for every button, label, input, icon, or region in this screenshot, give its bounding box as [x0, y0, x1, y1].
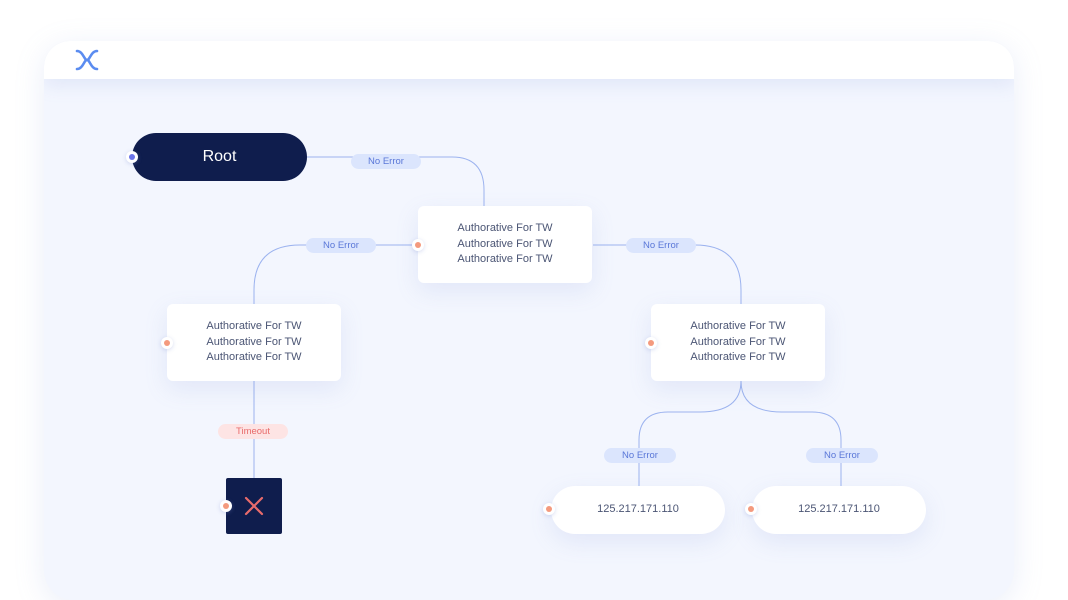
- node-line: Authorative For TW: [690, 335, 786, 348]
- dns-node-authoritative-2[interactable]: Authorative For TW Authorative For TW Au…: [167, 304, 341, 381]
- ip-address: 125.217.171.110: [798, 503, 880, 516]
- edge-n3-to-ip1: [638, 380, 742, 486]
- root-node[interactable]: Root: [132, 133, 307, 181]
- node-line: Authorative For TW: [206, 335, 302, 348]
- edge-status-badge: No Error: [626, 238, 696, 253]
- node-port[interactable]: [645, 337, 657, 349]
- node-line: Authorative For TW: [690, 351, 786, 364]
- title-bar: [44, 41, 1014, 79]
- edge-status-badge: No Error: [604, 448, 676, 463]
- node-port[interactable]: [745, 503, 757, 515]
- node-port[interactable]: [161, 337, 173, 349]
- node-line: Authorative For TW: [457, 253, 553, 266]
- edge-status-badge: No Error: [306, 238, 376, 253]
- root-label: Root: [202, 148, 237, 165]
- edge-root-to-n1: [307, 156, 485, 206]
- dns-node-authoritative-1[interactable]: Authorative For TW Authorative For TW Au…: [418, 206, 592, 283]
- edge-error-badge: Timeout: [218, 424, 288, 439]
- flow-logo-icon[interactable]: [75, 49, 99, 71]
- ip-node-1[interactable]: 125.217.171.110: [551, 486, 725, 534]
- node-line: Authorative For TW: [206, 351, 302, 364]
- edge-status-badge: No Error: [351, 154, 421, 169]
- edge-status-badge: No Error: [806, 448, 878, 463]
- node-line: Authorative For TW: [457, 222, 553, 235]
- node-port[interactable]: [543, 503, 555, 515]
- ip-address: 125.217.171.110: [597, 503, 679, 516]
- node-port[interactable]: [220, 500, 232, 512]
- node-port[interactable]: [412, 239, 424, 251]
- dns-node-authoritative-3[interactable]: Authorative For TW Authorative For TW Au…: [651, 304, 825, 381]
- edge-n1-to-n2: [253, 244, 418, 304]
- node-line: Authorative For TW: [690, 320, 786, 333]
- node-line: Authorative For TW: [457, 237, 553, 250]
- edge-n3-to-ip2: [740, 380, 842, 486]
- close-icon: [244, 496, 264, 516]
- root-port[interactable]: [126, 151, 138, 163]
- edge-n1-to-n3: [593, 244, 742, 304]
- ip-node-2[interactable]: 125.217.171.110: [752, 486, 926, 534]
- failure-node[interactable]: [226, 478, 282, 534]
- node-line: Authorative For TW: [206, 320, 302, 333]
